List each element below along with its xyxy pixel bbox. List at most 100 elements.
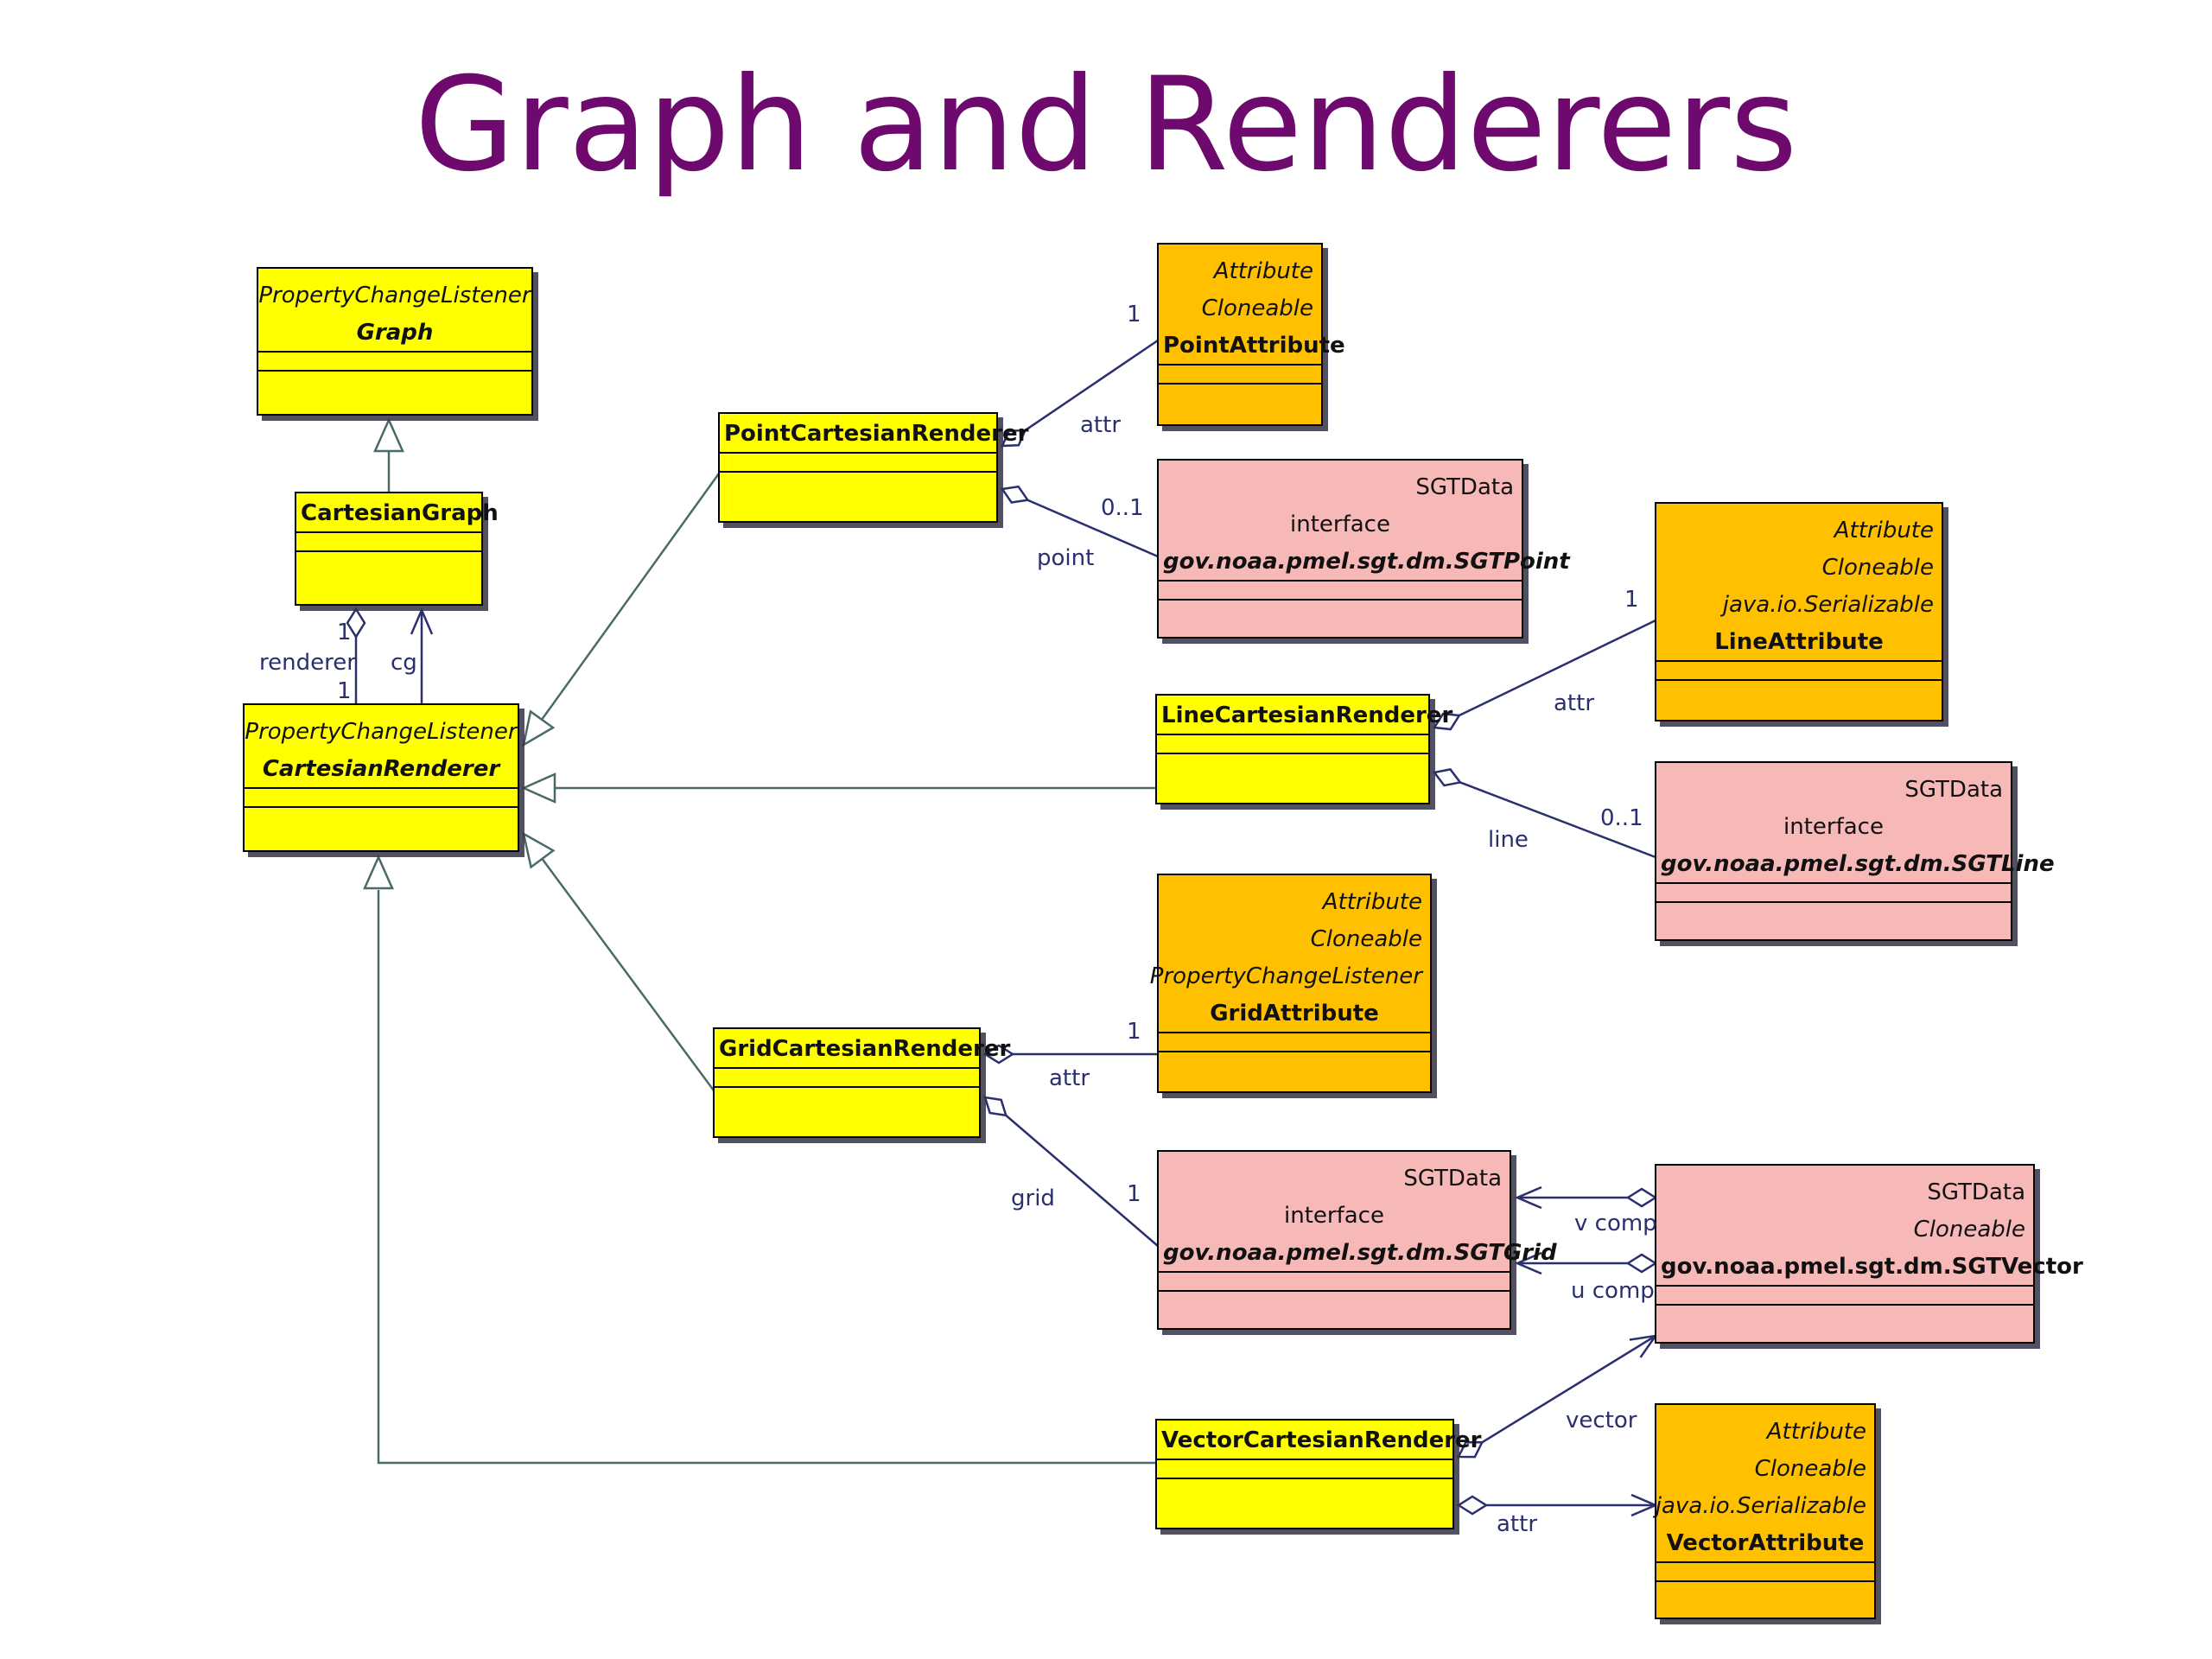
class-stereotype: Cloneable <box>1822 555 1934 581</box>
aggregation-diamond <box>1432 768 1463 787</box>
class-stereotype: Attribute <box>1321 889 1422 915</box>
relationship-label-renderer-mult-top: 1 <box>337 620 352 645</box>
relationship-label-vector-role: vector <box>1566 1408 1637 1433</box>
class-box-grid-attribute[interactable]: AttributeCloneablePropertyChangeListener… <box>1150 874 1432 1093</box>
association-line <box>1459 781 1656 859</box>
navigation-arrowhead <box>1514 1185 1542 1210</box>
relationship-label-grid-attr-mult: 1 <box>1127 1019 1141 1045</box>
inheritance-arrowhead <box>522 709 556 747</box>
class-box-vector-renderer[interactable]: VectorCartesianRenderer <box>1155 1419 1482 1529</box>
relationship-label-grid-grid-mult: 1 <box>1127 1181 1141 1207</box>
aggregation-diamond <box>1625 1187 1658 1208</box>
class-stereotype: interface <box>1284 1203 1384 1229</box>
class-stereotype: SGTData <box>1415 474 1514 500</box>
inheritance-line <box>541 473 721 721</box>
class-stereotype: Attribute <box>1833 518 1934 543</box>
relationship-label-point-attr-role: attr <box>1080 412 1121 438</box>
class-stereotype: Cloneable <box>1311 926 1422 952</box>
aggregation-diamond <box>983 1096 1008 1117</box>
class-name: VectorAttribute <box>1667 1530 1865 1556</box>
class-name: LineAttribute <box>1714 629 1884 655</box>
class-stereotype: SGTData <box>1904 777 2003 803</box>
class-name: CartesianRenderer <box>263 756 502 782</box>
class-box-grid-renderer[interactable]: GridCartesianRenderer <box>713 1027 1011 1138</box>
class-stereotype: PropertyChangeListener <box>1150 963 1425 989</box>
class-stereotype: Attribute <box>1212 258 1313 284</box>
association-line <box>1005 1114 1159 1247</box>
relationship-label-line-line-role: line <box>1488 827 1529 853</box>
class-name: gov.noaa.pmel.sgt.dm.SGTVector <box>1661 1254 2083 1280</box>
class-name: VectorCartesianRenderer <box>1161 1427 1482 1453</box>
aggregation-diamond <box>1456 1495 1489 1516</box>
class-box-cartesian-graph[interactable]: CartesianGraph <box>295 492 499 606</box>
association-line <box>1027 499 1159 558</box>
class-name: gov.noaa.pmel.sgt.dm.SGTPoint <box>1163 549 1571 575</box>
aggregation-diamond <box>1000 485 1030 504</box>
relationship-label-line-attr-mult: 1 <box>1624 587 1639 613</box>
relationship-label-point-attr-mult: 1 <box>1127 302 1141 327</box>
class-name: PointAttribute <box>1163 333 1345 359</box>
class-name: Graph <box>357 320 434 346</box>
navigation-arrowhead <box>410 607 434 635</box>
class-stereotype: Attribute <box>1765 1419 1866 1445</box>
relationship-label-vcomp-role: v comp <box>1574 1211 1657 1236</box>
relationship-label-line-line-mult: 0..1 <box>1600 805 1643 831</box>
relationship-label-renderer-mult-bottom: 1 <box>337 678 352 704</box>
relationship-label-point-point-role: point <box>1037 545 1094 571</box>
class-name: gov.noaa.pmel.sgt.dm.SGTLine <box>1661 851 2055 877</box>
class-stereotype: java.io.Serializable <box>1720 592 1934 618</box>
relationship-label-ucomp-role: u comp <box>1571 1278 1655 1304</box>
class-stereotype: Cloneable <box>1202 296 1313 321</box>
inheritance-arrowhead <box>373 416 404 453</box>
class-name: CartesianGraph <box>301 500 499 526</box>
class-box-line-renderer[interactable]: LineCartesianRenderer <box>1155 694 1452 804</box>
class-stereotype: PropertyChangeListener <box>245 719 519 745</box>
inheritance-arrowhead <box>520 772 556 804</box>
relationship-label-point-point-mult: 0..1 <box>1101 495 1144 521</box>
class-boxes: PropertyChangeListenerGraphCartesianGrap… <box>243 243 2083 1619</box>
class-stereotype: SGTData <box>1403 1166 1502 1192</box>
navigation-arrowhead <box>1514 1251 1542 1275</box>
aggregation-diamond <box>1625 1253 1658 1274</box>
slide-title: Graph and Renderers <box>414 50 1798 200</box>
association-line <box>1459 619 1656 717</box>
relationship-labels: 1renderer1cg1attr0..1point1attr0..1line1… <box>259 302 1657 1537</box>
class-box-point-renderer[interactable]: PointCartesianRenderer <box>718 412 1029 523</box>
class-stereotype: interface <box>1783 814 1884 840</box>
inheritance-line <box>377 890 1156 1465</box>
relationship-label-renderer-role: renderer <box>259 650 356 676</box>
association-line <box>1481 1334 1656 1444</box>
relationship-lines <box>346 339 1659 1517</box>
class-name: GridCartesianRenderer <box>719 1036 1011 1062</box>
relationship-label-grid-attr-role: attr <box>1049 1065 1090 1091</box>
class-name: GridAttribute <box>1210 1001 1379 1027</box>
class-box-sgt-grid[interactable]: SGTData interface gov.noaa.pmel.sgt.dm.SGT… <box>1157 1150 1557 1330</box>
class-name: gov.noaa.pmel.sgt.dm.SGTGrid <box>1163 1240 1557 1266</box>
class-stereotype: java.io.Serializable <box>1653 1493 1866 1519</box>
inheritance-arrowhead <box>363 854 394 890</box>
inheritance-line <box>541 858 715 1091</box>
class-stereotype: SGTData <box>1927 1179 2025 1205</box>
class-stereotype: PropertyChangeListener <box>258 283 533 308</box>
association-line <box>1024 339 1159 432</box>
inheritance-arrowhead <box>522 831 556 869</box>
relationship-label-line-attr-role: attr <box>1554 690 1594 716</box>
class-stereotype: Cloneable <box>1755 1456 1866 1482</box>
relationship-label-vector-attr-role: attr <box>1497 1511 1537 1537</box>
class-name: LineCartesianRenderer <box>1161 702 1452 728</box>
class-name: PointCartesianRenderer <box>724 421 1029 447</box>
relationship-label-grid-grid-role: grid <box>1011 1185 1055 1211</box>
class-box-sgt-line[interactable]: SGTData interface gov.noaa.pmel.sgt.dm.SGT… <box>1655 761 2055 941</box>
class-stereotype: interface <box>1290 512 1390 537</box>
class-stereotype: Cloneable <box>1914 1217 2025 1243</box>
relationship-label-cg-role: cg <box>391 650 417 676</box>
class-box-sgt-point[interactable]: SGTData interface gov.noaa.pmel.sgt.dm.SGT… <box>1157 459 1571 639</box>
